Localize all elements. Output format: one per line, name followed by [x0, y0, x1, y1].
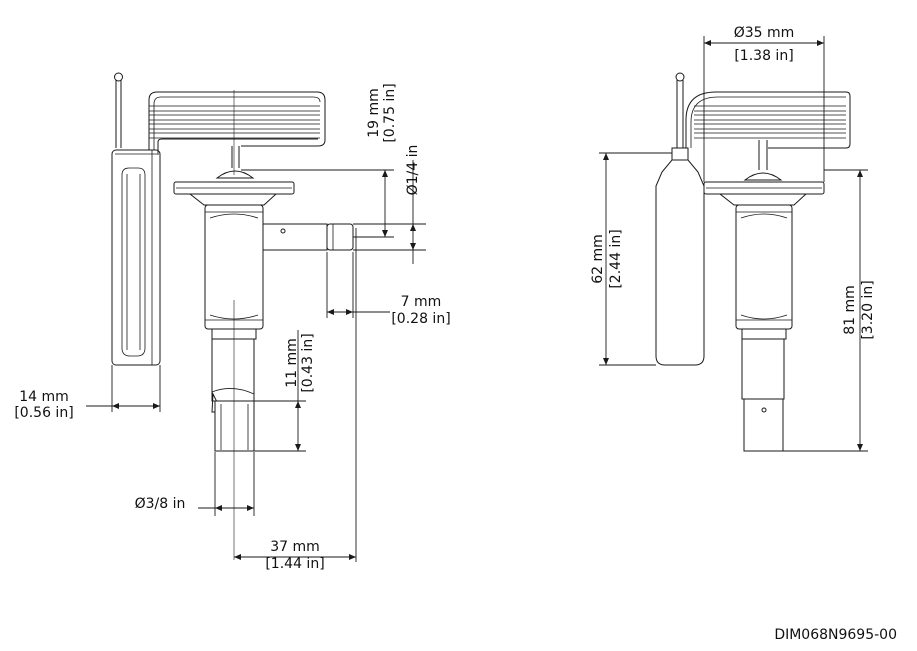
total-height-mm-label: 81 mm — [842, 285, 858, 335]
right-dim-bulb-length: 62 mm [2.44 in] — [590, 152, 672, 366]
stub-length-in-label: [0.28 in] — [391, 311, 450, 327]
inlet-diameter-label: Ø3/8 in — [135, 496, 186, 512]
right-dim-head-diameter: Ø35 mm [1.38 in] — [703, 25, 825, 182]
stub-length-mm-label: 7 mm — [401, 294, 442, 310]
right-capillary-coil — [685, 91, 851, 170]
bulb-length-in-label: [2.44 in] — [608, 229, 624, 288]
left-dim-bulb-width: 14 mm [0.56 in] — [14, 365, 161, 421]
inlet-length-mm-label: 11 mm — [284, 338, 300, 388]
left-dim-outlet-offset: 19 mm [0.75 in] — [241, 83, 398, 238]
right-view: Ø35 mm [1.38 in] 62 mm [2.44 in] 81 mm [… — [590, 25, 876, 452]
center-to-outlet-mm-label: 37 mm — [270, 539, 320, 555]
left-dim-center-to-outlet: 37 mm [1.44 in] — [234, 228, 357, 572]
bulb-width-in-label: [0.56 in] — [14, 405, 73, 421]
outlet-diameter-label: Ø1/4 in — [405, 145, 421, 196]
bulb-width-mm-label: 14 mm — [19, 389, 69, 405]
total-height-in-label: [3.20 in] — [860, 280, 876, 339]
outlet-offset-mm-label: 19 mm — [366, 88, 382, 138]
right-dim-total-height: 81 mm [3.20 in] — [783, 169, 876, 452]
drawing-code: DIM068N9695-00 — [774, 627, 897, 643]
left-valve-body — [173, 170, 354, 452]
left-sensing-bulb — [111, 72, 161, 366]
left-capillary-coil — [148, 91, 326, 168]
left-view: 14 mm [0.56 in] Ø3/8 in 37 mm [1.44 in] … — [14, 72, 451, 572]
bulb-length-mm-label: 62 mm — [590, 234, 606, 284]
left-dim-inlet-length: 11 mm [0.43 in] — [254, 330, 316, 452]
inlet-length-in-label: [0.43 in] — [300, 333, 316, 392]
right-sensing-bulb — [655, 72, 705, 366]
head-diameter-in-label: [1.38 in] — [734, 48, 793, 64]
head-diameter-mm-label: Ø35 mm — [734, 25, 795, 41]
left-dim-inlet-diameter: Ø3/8 in — [135, 452, 255, 516]
left-dim-stub-length: 7 mm [0.28 in] — [326, 252, 451, 327]
center-to-outlet-in-label: [1.44 in] — [265, 556, 324, 572]
right-valve-body — [703, 172, 825, 452]
left-dim-outlet-diameter: Ø1/4 in — [353, 145, 426, 264]
outlet-offset-in-label: [0.75 in] — [382, 83, 398, 142]
